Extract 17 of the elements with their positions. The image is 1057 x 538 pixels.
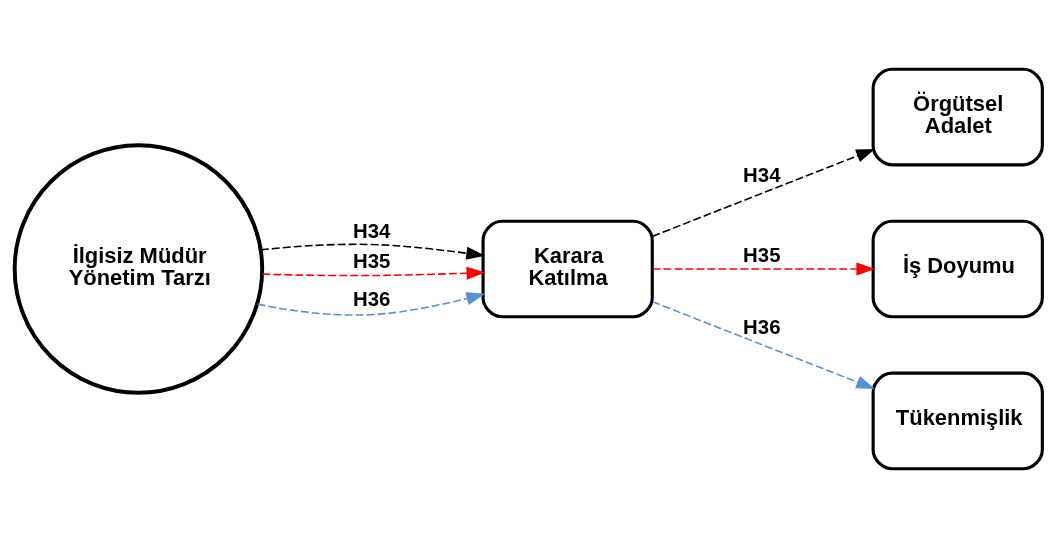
node-box: Karara Katılma — [481, 219, 654, 319]
edge-label: H36 — [353, 287, 391, 310]
arrow — [256, 292, 486, 316]
node-box: İş Doyumu — [871, 219, 1044, 319]
arrow — [651, 148, 876, 237]
edge-label: H34 — [743, 163, 781, 186]
node-box: Tükenmişlik — [871, 371, 1044, 471]
edge-label: H35 — [353, 250, 391, 273]
edge-label: H34 — [353, 220, 391, 243]
node-circle: İlgisiz Müdür Yönetim Tarzı — [12, 143, 265, 395]
node-box: Örgütsel Adalet — [871, 67, 1044, 167]
arrow — [651, 262, 876, 276]
arrow — [261, 266, 486, 280]
edge-label: H35 — [743, 243, 781, 266]
arrow — [651, 301, 876, 390]
edge-label: H36 — [743, 315, 781, 338]
arrow — [260, 243, 486, 260]
